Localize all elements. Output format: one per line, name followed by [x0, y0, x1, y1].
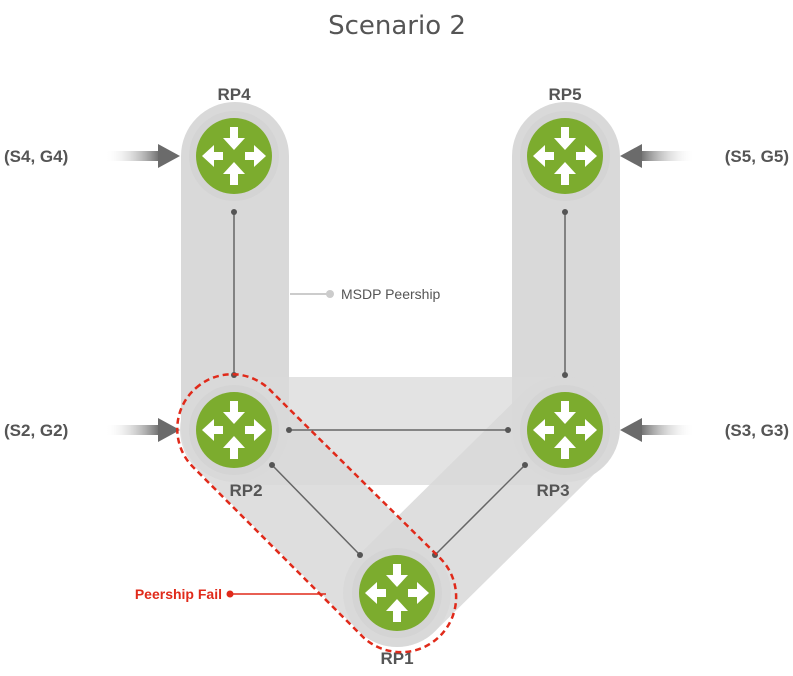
input-label-s5g5: (S5, G5): [725, 147, 789, 166]
link-rp2-rp1: [271, 464, 361, 556]
link-rp3-rp1: [434, 464, 526, 556]
link-endpoint: [269, 462, 275, 468]
arrow-s3g3: [620, 418, 695, 442]
router-label-rp4: RP4: [217, 85, 251, 104]
router-label-rp3: RP3: [536, 481, 569, 500]
link-endpoint: [522, 462, 528, 468]
arrow-s5g5: [620, 144, 695, 168]
peership-fail-callout: Peership Fail: [135, 586, 326, 602]
link-endpoint: [286, 427, 292, 433]
router-label-rp5: RP5: [548, 85, 581, 104]
router-rp2-icon[interactable]: [189, 385, 279, 475]
router-label-rp2: RP2: [229, 481, 262, 500]
input-label-s2g2: (S2, G2): [4, 421, 68, 440]
router-rp4-icon[interactable]: [189, 111, 279, 201]
peership-fail-outline: [176, 373, 458, 654]
link-endpoint: [357, 552, 363, 558]
link-endpoint: [562, 209, 568, 215]
input-arrows: [105, 144, 695, 442]
msdp-peership-callout: MSDP Peership: [290, 286, 441, 302]
diagram-title: Scenario 2: [328, 11, 466, 41]
link-endpoint: [231, 209, 237, 215]
peership-fail-label: Peership Fail: [135, 586, 222, 602]
router-rp3-icon[interactable]: [520, 385, 610, 475]
link-endpoint: [562, 372, 568, 378]
input-label-s3g3: (S3, G3): [725, 421, 789, 440]
router-rp5-icon[interactable]: [520, 111, 610, 201]
msdp-peership-label: MSDP Peership: [341, 286, 441, 302]
arrow-s4g4: [105, 144, 180, 168]
link-endpoint: [505, 427, 511, 433]
router-label-rp1: RP1: [380, 649, 413, 668]
arrow-s2g2: [105, 418, 180, 442]
router-rp1-icon[interactable]: [352, 548, 442, 638]
input-label-s4g4: (S4, G4): [4, 147, 68, 166]
